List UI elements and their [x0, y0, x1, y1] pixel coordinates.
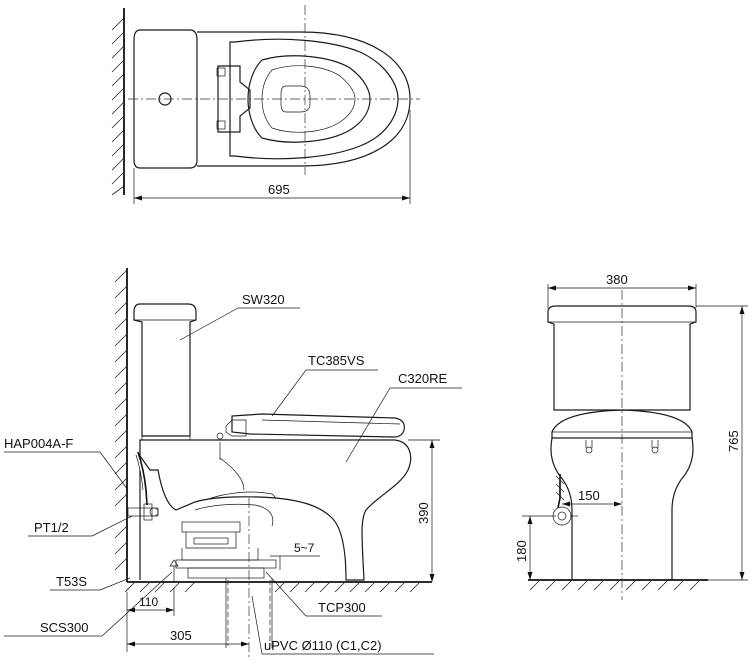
- top-seat-outer: [229, 38, 399, 160]
- leader-seat: [271, 369, 307, 417]
- side-trapway-top: [204, 491, 277, 501]
- front-floor-hatch: [529, 579, 701, 591]
- side-view: 390 5~7 110 305 SW320 TC385VS C320RE HAP…: [4, 268, 462, 660]
- side-drain-distance-value: 305: [170, 628, 192, 643]
- top-hinge-bolt-lower: [216, 120, 226, 130]
- top-wall-hatch: [111, 17, 125, 196]
- front-tank: [547, 305, 697, 411]
- label-hose: HAP004A-F: [4, 436, 73, 451]
- side-flange-ring: [181, 548, 259, 561]
- side-bolt-offset-value: 110: [139, 595, 158, 609]
- front-inlet-offset-value: 150: [578, 488, 600, 503]
- leader-flange: [265, 571, 307, 617]
- side-stop-valve: [127, 507, 159, 517]
- front-height-value: 765: [726, 430, 741, 452]
- label-pipe: uPVC Ø110 (C1,C2): [264, 638, 382, 653]
- top-view: 695: [111, 5, 420, 204]
- side-flange-body: [185, 532, 237, 549]
- top-bowl-outline: [197, 31, 411, 167]
- label-thread: PT1/2: [34, 520, 69, 535]
- label-bowl: C320RE: [398, 371, 447, 386]
- side-tank: [133, 303, 197, 437]
- top-width-value: 695: [268, 182, 290, 197]
- side-gap-value: 5~7: [294, 541, 315, 555]
- side-flange-base: [175, 559, 277, 569]
- side-height-value: 390: [416, 502, 431, 524]
- front-width-value: 380: [606, 272, 628, 287]
- side-drain-pipe: [225, 578, 273, 648]
- leader-bowl: [345, 387, 391, 463]
- front-seat: [551, 409, 693, 439]
- side-floor-hatch: [124, 581, 421, 593]
- front-supply-hose: [557, 474, 561, 509]
- side-bowl: [139, 439, 412, 581]
- label-flange: TCP300: [318, 600, 366, 615]
- top-hinge-bolt-upper: [216, 67, 226, 77]
- side-flange-top: [181, 521, 241, 533]
- side-bowl-inner: [219, 457, 245, 491]
- leader-tank: [179, 307, 239, 341]
- side-supply-hose: [137, 451, 148, 506]
- side-seat: [231, 413, 405, 438]
- label-tank: SW320: [242, 292, 285, 307]
- top-seat-hinge: [217, 65, 251, 133]
- side-wall-hatch: [114, 269, 128, 571]
- top-drain-opening: [280, 85, 311, 113]
- label-valve: T53S: [56, 574, 87, 589]
- top-seat-inner: [247, 55, 371, 143]
- front-inlet-height-value: 180: [514, 540, 529, 562]
- label-seat: TC385VS: [308, 353, 365, 368]
- side-seat-hinge: [225, 419, 247, 437]
- label-bolts: SCS300: [40, 620, 88, 635]
- side-trapway-inner: [194, 503, 274, 527]
- leader-pipe: [251, 595, 263, 655]
- front-seat-hinges: [585, 440, 659, 448]
- front-view: 380 765 150 180: [514, 272, 748, 600]
- top-tank: [133, 29, 198, 169]
